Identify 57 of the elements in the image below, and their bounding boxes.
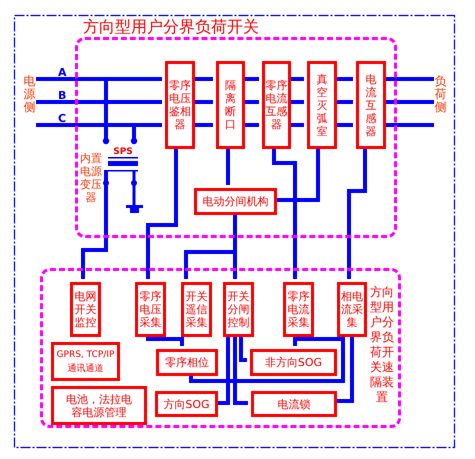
bus-line — [192, 77, 213, 81]
phase-label: B — [58, 89, 66, 103]
component-box: 真空灭弧室 — [307, 61, 337, 149]
bus-line — [383, 123, 434, 127]
component-box: 零序电压鉴相器 — [165, 61, 195, 149]
component-box: 电流互感器 — [356, 61, 386, 149]
bus-line — [334, 77, 353, 81]
wire — [334, 334, 354, 403]
component-box: 电动分间机构 — [194, 188, 277, 215]
bus-line — [288, 100, 304, 104]
side-label: 负荷侧 — [434, 75, 447, 117]
wire — [146, 146, 178, 279]
node-label: 内置电源变压器 — [80, 152, 102, 204]
frame-title: 方向型用户分界负荷开关 — [83, 18, 259, 36]
sps-label: SPS — [112, 148, 134, 157]
side-title: 方向型用户分界负荷开关速隔装置 — [369, 285, 395, 405]
bus-line — [334, 123, 353, 127]
component-box: 隔离断口 — [216, 61, 245, 149]
wire — [233, 334, 248, 405]
module-box: 零序电流采集 — [283, 282, 314, 337]
tap-line — [36, 77, 110, 144]
module-box: 方向SOG — [155, 391, 218, 417]
bus-line — [334, 100, 353, 104]
device-outline — [40, 268, 401, 428]
bus-line — [288, 77, 304, 81]
module-box: 电池，法拉电容电源管理 — [51, 386, 147, 425]
module-box: 开关分闸控制 — [223, 282, 254, 337]
wire — [347, 146, 367, 279]
bus-line — [192, 123, 213, 127]
wire — [226, 146, 230, 185]
bus-line — [242, 100, 259, 104]
module-box: 相电流采集 — [337, 282, 367, 337]
bus-line — [383, 100, 434, 104]
module-box: 电网开关监控 — [70, 282, 101, 337]
wire — [215, 334, 230, 405]
module-box: 零序电压采集 — [135, 282, 166, 337]
module-box: 零序相位 — [156, 349, 218, 376]
side-label: 电源侧 — [23, 75, 36, 117]
component-box: 零序电流互感器 — [262, 61, 291, 149]
bus-line — [242, 77, 259, 81]
wire — [274, 146, 320, 202]
bus-line — [288, 123, 304, 127]
phase-label: A — [58, 66, 67, 80]
module-box: 电流锁 — [251, 391, 337, 417]
wire — [239, 334, 247, 362]
phase-label: C — [58, 112, 66, 126]
bus-line — [242, 123, 259, 127]
module-box: 非方向SOG — [250, 349, 337, 376]
module-box: GPRS, TCP/IP 通讯通道 — [51, 342, 120, 381]
module-box: 开关遥信采集 — [181, 282, 212, 337]
wire — [272, 146, 297, 279]
bus-line — [192, 100, 213, 104]
wire — [146, 334, 184, 346]
wire — [81, 170, 108, 279]
wire — [189, 334, 345, 383]
bus-line — [36, 100, 162, 104]
bus-line — [383, 77, 434, 81]
